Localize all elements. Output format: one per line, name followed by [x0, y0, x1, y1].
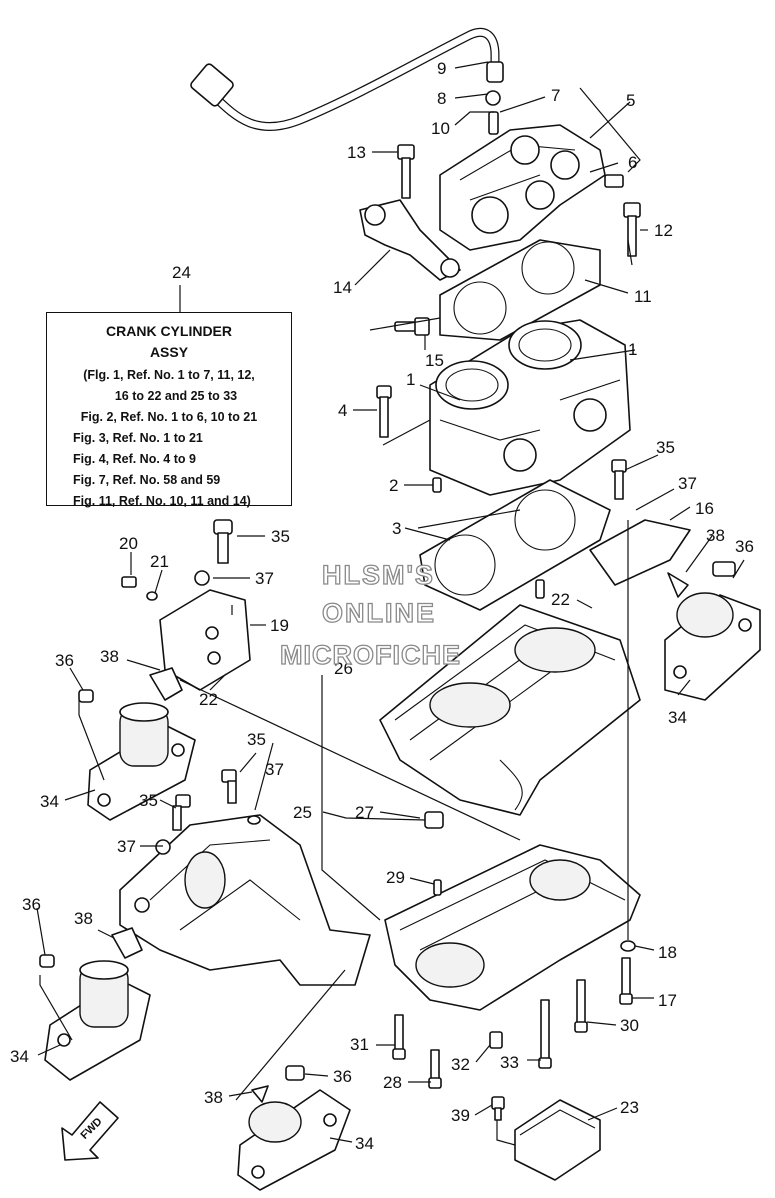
callout-1: 1 [406, 370, 415, 389]
callout-15: 15 [425, 351, 444, 370]
callout-33: 33 [500, 1053, 519, 1072]
callout-17: 17 [658, 991, 677, 1010]
callout-34: 34 [10, 1047, 29, 1066]
callout-22: 22 [199, 690, 218, 709]
watermark-line-2: ONLINE [321, 597, 437, 628]
crankcase-upper [379, 579, 641, 816]
info-box-line: Fig. 7, Ref. No. 58 and 59 [73, 473, 221, 487]
info-box-line: Fig. 2, Ref. No. 1 to 6, 10 to 21 [80, 410, 258, 424]
callout-3: 3 [392, 519, 401, 538]
leader-lines [36, 61, 745, 1143]
callout-24: 24 [172, 263, 191, 282]
callout-27: 27 [355, 803, 374, 822]
base-gasket-3 [419, 479, 611, 611]
callout-35: 35 [139, 791, 158, 810]
info-box-line: (Flg. 1, Ref. No. 1 to 7, 11, 12, [83, 368, 255, 382]
assembly-lines [39, 87, 641, 1146]
callout-10: 10 [431, 119, 450, 138]
callout-37: 37 [265, 760, 284, 779]
info-box-line: Fig. 4, Ref. No. 4 to 9 [73, 452, 196, 466]
cylinder-block [429, 319, 631, 496]
callout-14: 14 [333, 278, 352, 297]
callout-5: 5 [626, 91, 635, 110]
callout-37: 37 [678, 474, 697, 493]
info-box-title: CRANK CYLINDER [106, 323, 232, 339]
callout-19: 19 [270, 616, 289, 635]
callout-37: 37 [117, 837, 136, 856]
bolt-12 [623, 202, 641, 257]
info-box-line: Fig. 11, Ref. No. 10, 11 and 14) [73, 494, 251, 508]
engine-mount-right [664, 561, 761, 701]
callout-29: 29 [386, 868, 405, 887]
callout-11: 11 [634, 287, 652, 306]
fwd-arrow: FWD [61, 1101, 119, 1161]
callout-20: 20 [119, 534, 138, 553]
mount-bracket-19 [121, 519, 251, 691]
callout-26: 26 [334, 659, 353, 678]
intake-16 [589, 459, 691, 586]
callout-21: 21 [150, 552, 169, 571]
intake-mount-bottom [237, 1065, 351, 1191]
callout-30: 30 [620, 1016, 639, 1035]
info-box-subtitle: ASSY [149, 344, 189, 360]
callout-18: 18 [658, 943, 677, 962]
watermark-line-3: MICROFICHE [279, 639, 461, 670]
callout-36: 36 [55, 651, 74, 670]
callout-25: 25 [293, 803, 312, 822]
callout-12: 12 [654, 221, 673, 240]
callout-38: 38 [706, 526, 725, 545]
callout-36: 36 [333, 1067, 352, 1086]
callout-2: 2 [389, 476, 398, 495]
dowel-2 [432, 477, 442, 493]
watermark-line-1: HLSM'S [321, 559, 435, 590]
callout-28: 28 [383, 1073, 402, 1092]
callout-38: 38 [204, 1088, 223, 1107]
callout-1: 1 [628, 340, 637, 359]
callout-16: 16 [695, 499, 714, 518]
bolt-4 [376, 385, 392, 438]
callout-36: 36 [735, 537, 754, 556]
callout-numbers: 1 1 2 3 4 5 6 7 8 9 10 11 12 13 14 15 16… [10, 59, 754, 1153]
callout-6: 6 [628, 153, 637, 172]
front-cover [119, 769, 371, 986]
callout-34: 34 [668, 708, 687, 727]
callout-7: 7 [551, 86, 560, 105]
callout-35: 35 [271, 527, 290, 546]
cylinder-head [439, 124, 624, 251]
callout-32: 32 [451, 1055, 470, 1074]
callout-39: 39 [451, 1106, 470, 1125]
bushing-27 [424, 811, 444, 829]
cover-23 [491, 1096, 601, 1181]
callout-35: 35 [656, 438, 675, 457]
callout-4: 4 [338, 401, 347, 420]
callout-34: 34 [355, 1134, 374, 1153]
callout-38: 38 [74, 909, 93, 928]
callout-8: 8 [437, 89, 446, 108]
engine-mount-left-upper [78, 667, 196, 821]
bracket-14 [359, 199, 461, 281]
callout-22: 22 [551, 590, 570, 609]
bolt-15 [394, 317, 430, 336]
callout-35: 35 [247, 730, 266, 749]
callout-38: 38 [100, 647, 119, 666]
bolt-13 [397, 144, 415, 199]
callout-37: 37 [255, 569, 274, 588]
callout-34: 34 [40, 792, 59, 811]
callout-23: 23 [620, 1098, 639, 1117]
callout-31: 31 [350, 1035, 369, 1054]
crankcase-lower [384, 844, 641, 1011]
crankcase-bolts [392, 957, 633, 1089]
callout-36: 36 [22, 895, 41, 914]
assembly-info-box: CRANK CYLINDER ASSY (Flg. 1, Ref. No. 1 … [46, 312, 292, 508]
engine-mount-left-lower [39, 927, 151, 1081]
info-box-line: Fig. 3, Ref. No. 1 to 21 [73, 431, 203, 445]
callout-9: 9 [437, 59, 446, 78]
hose-assembly [190, 27, 504, 135]
info-box-line: 16 to 22 and 25 to 33 [114, 389, 238, 403]
callout-13: 13 [347, 143, 366, 162]
